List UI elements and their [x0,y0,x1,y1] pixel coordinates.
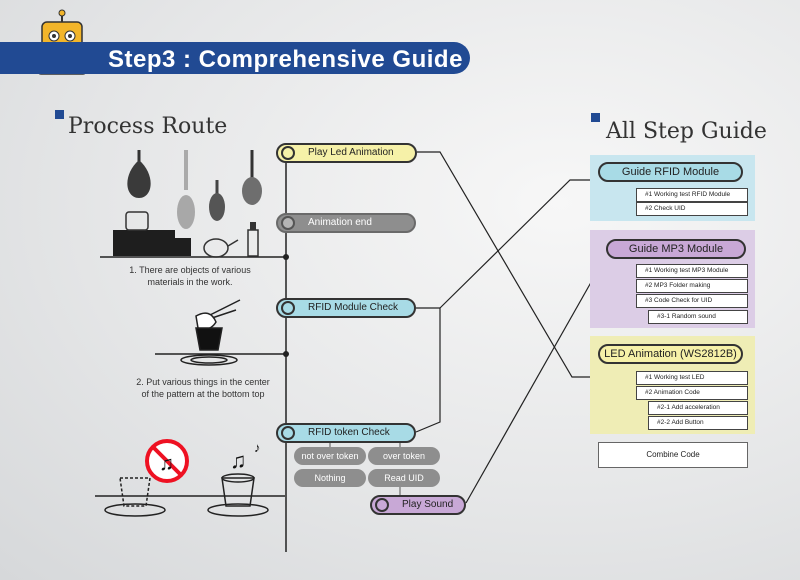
heading-guide-rfid[interactable]: Guide RFID Module [598,162,743,182]
illustration-hand-cup [180,299,241,366]
item-led-2-2[interactable]: #2-2 Add Button [648,416,748,430]
step-dot-icon [281,216,295,230]
caption-1-line2: materials in the work. [147,277,233,287]
combine-code-box[interactable]: Combine Code [598,442,748,468]
header-banner [0,42,470,74]
step-play-led-animation[interactable]: Play Led Animation [276,143,417,163]
step-label: RFID Module Check [308,302,399,313]
step-label: RFID token Check [308,427,390,438]
branch-over-token: over token [368,447,440,465]
heading-guide-mp3[interactable]: Guide MP3 Module [606,239,746,259]
caption-2-line2: of the pattern at the bottom top [141,389,265,399]
step-rfid-token-check[interactable]: RFID token Check [276,423,416,443]
caption-2-line1: 2. Put various things in the center [136,377,270,387]
item-led-1[interactable]: #1 Working test LED [636,371,748,385]
step-animation-end[interactable]: Animation end [276,213,416,233]
item-rfid-2[interactable]: #2 Check UID [636,202,748,216]
item-mp3-3[interactable]: #3 Code Check for UID [636,294,748,308]
item-led-2-1[interactable]: #2-1 Add acceleration [648,401,748,415]
process-route-title: Process Route [68,114,228,139]
step-dot-icon [281,301,295,315]
svg-text:♫: ♫ [159,453,174,475]
item-mp3-1[interactable]: #1 Working test MP3 Module [636,264,748,278]
step-label: Animation end [308,217,372,228]
branch-read-uid: Read UID [368,469,440,487]
step-label: Play Sound [402,499,454,510]
illustration-objects [113,150,262,258]
branch-nothing: Nothing [294,469,366,487]
item-mp3-2[interactable]: #2 MP3 Folder making [636,279,748,293]
step-rfid-module-check[interactable]: RFID Module Check [276,298,416,318]
section-marker [591,113,600,122]
step-dot-icon [281,146,295,160]
item-rfid-1[interactable]: #1 Working test RFID Module [636,188,748,202]
step-dot-icon [281,426,295,440]
caption-2: 2. Put various things in the center of t… [118,376,288,400]
heading-led-animation[interactable]: LED Animation (WS2812B) [598,344,743,364]
caption-1: 1. There are objects of various material… [110,264,270,288]
illustration-sound: ♫ ♫ ♪ [104,439,269,517]
branch-not-over-token: not over token [294,447,366,465]
item-mp3-3-1[interactable]: #3-1 Random sound [648,310,748,324]
step-play-sound[interactable]: Play Sound [370,495,466,515]
step-dot-icon [375,498,389,512]
step-label: Play Led Animation [308,147,394,158]
item-led-2[interactable]: #2 Animation Code [636,386,748,400]
caption-1-line1: 1. There are objects of various [129,265,251,275]
page-title: Step3 : Comprehensive Guide [108,46,463,73]
section-marker [55,110,64,119]
svg-text:♪: ♪ [254,440,261,455]
svg-text:♫: ♫ [230,448,247,473]
all-step-guide-title: All Step Guide [606,119,767,144]
